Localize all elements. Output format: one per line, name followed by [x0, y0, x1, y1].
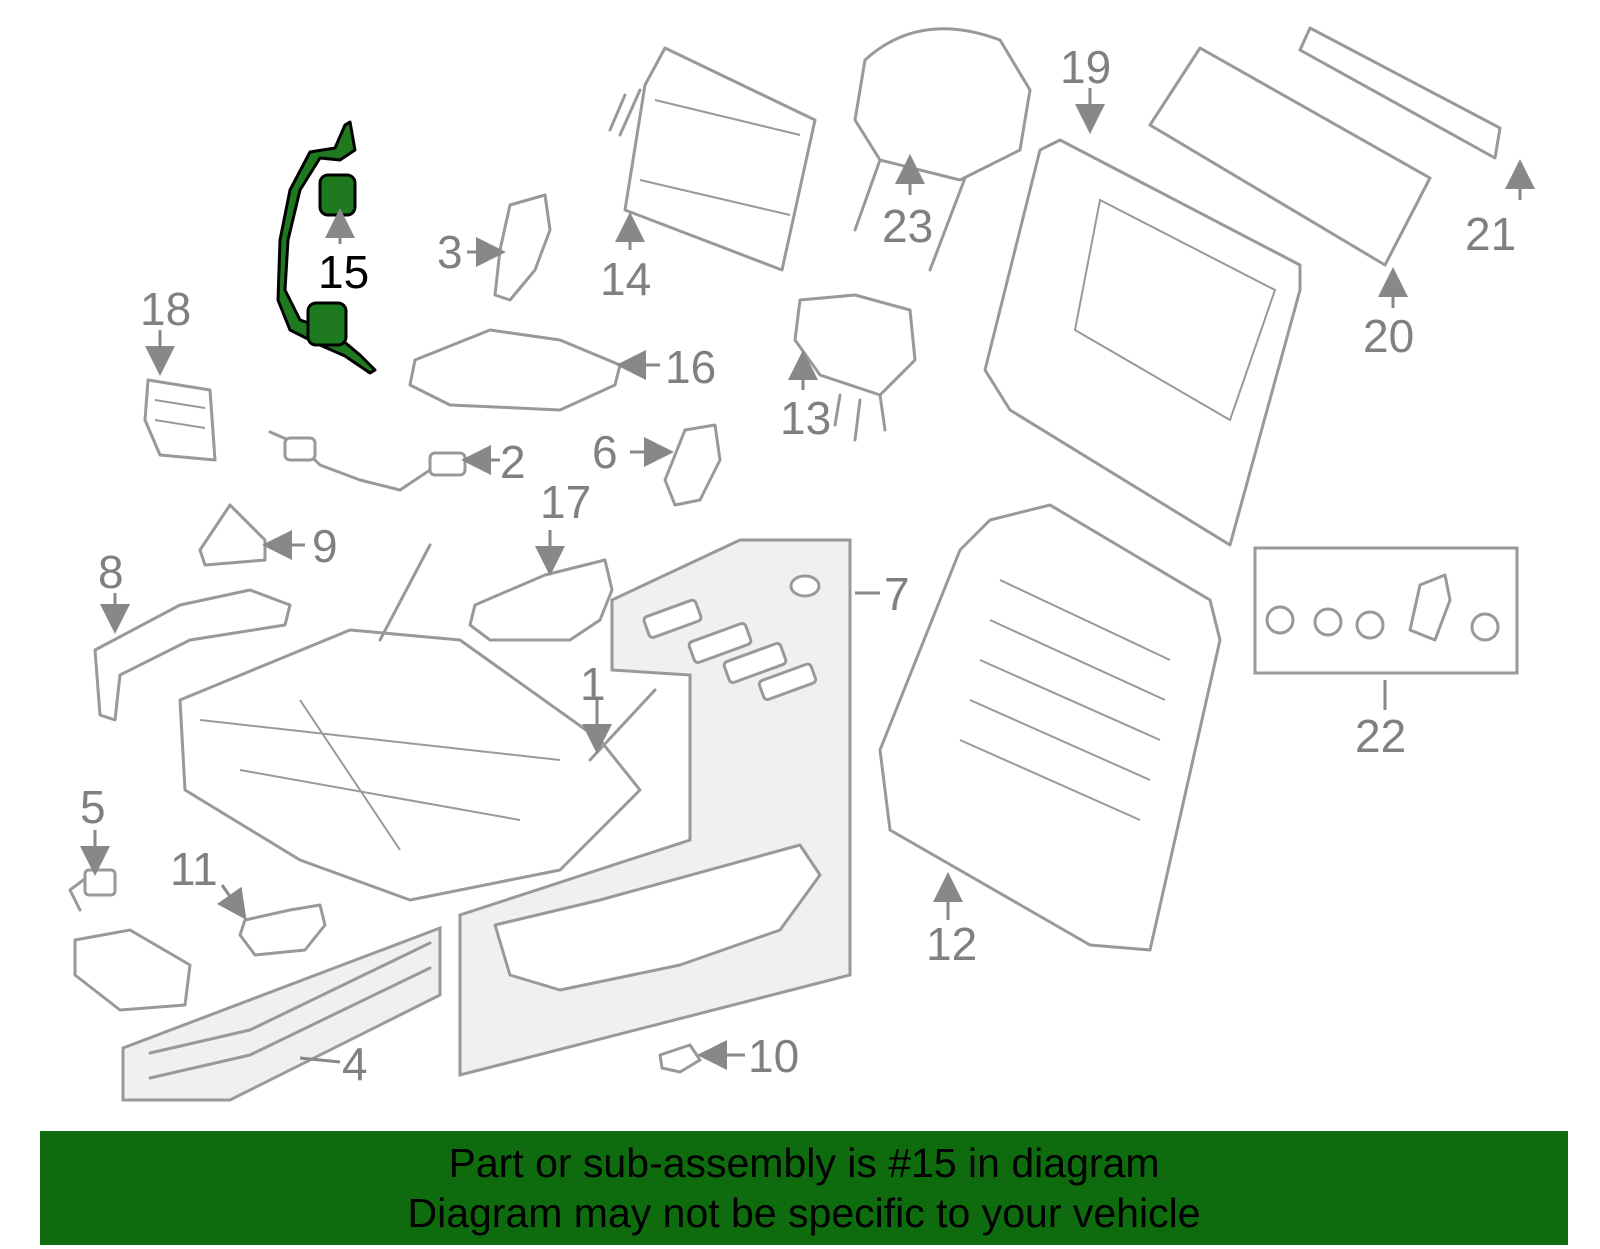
callout-13: 13: [780, 392, 831, 444]
part-20-rear-panel: [1148, 46, 1432, 267]
part-9-cover: [198, 503, 267, 567]
callout-3: 3: [437, 226, 463, 278]
part-2-cable: [268, 430, 467, 492]
part-14-back-panel: [608, 46, 817, 272]
part-18-switch: [143, 378, 217, 462]
callout-15: 15: [318, 246, 369, 298]
part-13-recliner: [793, 293, 917, 442]
part-12-seatback-frame: [878, 503, 1222, 952]
callout-21: 21: [1465, 208, 1516, 260]
part-4-strips-panel: [121, 925, 442, 1102]
leader-lines: [80, 88, 1535, 1070]
part-11-bracket: [238, 903, 327, 957]
part-3-bracket: [493, 193, 552, 302]
callout-11: 11: [170, 843, 218, 895]
part-22-clips-panel: [1253, 546, 1519, 675]
callout-18: 18: [140, 283, 191, 335]
callout-5: 5: [80, 781, 106, 833]
callout-9: 9: [312, 520, 338, 572]
part-10-clip: [658, 1043, 702, 1074]
callout-12: 12: [926, 918, 977, 970]
part-21-trim-strip: [1298, 26, 1502, 160]
part-16-tray: [408, 328, 622, 412]
callout-19: 19: [1060, 41, 1111, 93]
caption-banner: Part or sub-assembly is #15 in diagram D…: [40, 1131, 1568, 1245]
part-19-seatback-cover: [983, 138, 1302, 547]
callout-6: 6: [592, 426, 618, 478]
part-6-bracket: [663, 423, 722, 507]
part-1-seat-frame: [178, 543, 657, 902]
callout-14: 14: [600, 253, 651, 305]
caption-line-1: Part or sub-assembly is #15 in diagram: [448, 1140, 1160, 1186]
callout-20: 20: [1363, 310, 1414, 362]
part-23-headrest: [853, 27, 1032, 272]
callout-16: 16: [665, 341, 716, 393]
callout-4: 4: [342, 1038, 368, 1090]
callout-1: 1: [580, 658, 606, 710]
callout-10: 10: [748, 1030, 799, 1082]
part-8-side-shield: [93, 588, 292, 722]
callout-17: 17: [540, 476, 591, 528]
callout-labels: 1 2 3 4 5 6 7 8 9 10 11 12 13 14 15 16 1…: [80, 41, 1516, 1090]
caption-line-2: Diagram may not be specific to your vehi…: [407, 1190, 1201, 1236]
part-7-panel: [458, 538, 852, 1077]
callout-7: 7: [884, 568, 910, 620]
callout-2: 2: [500, 436, 526, 488]
part-17-motor: [468, 558, 614, 642]
part-15-cable-highlighted[interactable]: [276, 120, 377, 375]
callout-23: 23: [882, 200, 933, 252]
callout-8: 8: [98, 546, 124, 598]
callout-22: 22: [1355, 710, 1406, 762]
